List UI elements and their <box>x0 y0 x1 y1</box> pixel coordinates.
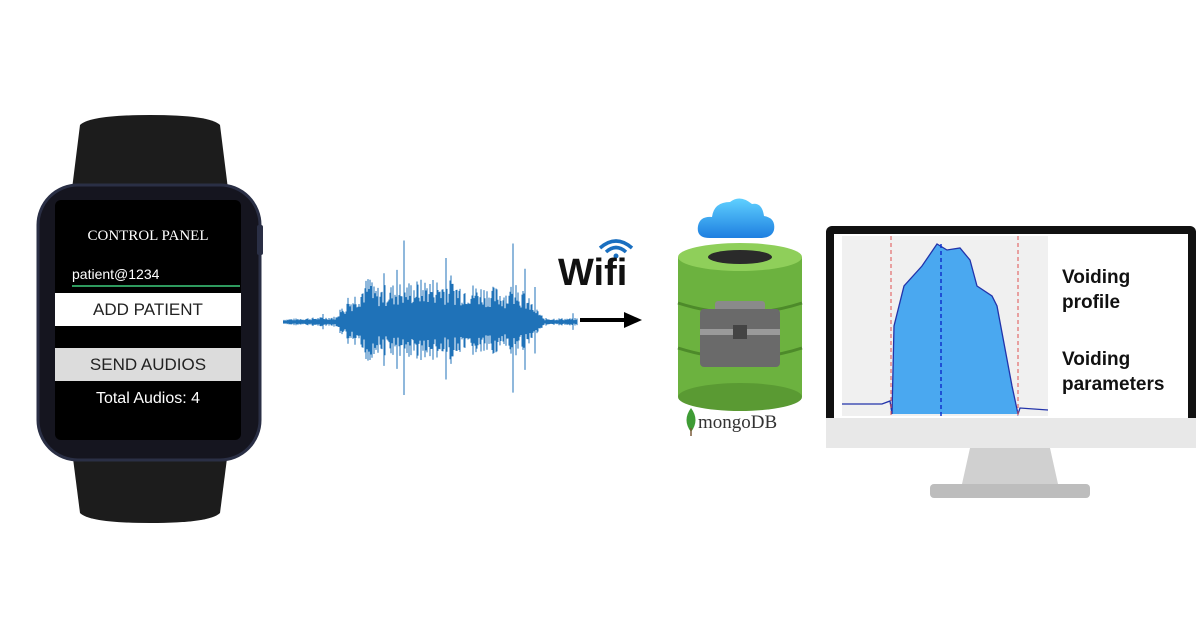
send-audios-button[interactable]: SEND AUDIOS <box>55 348 241 381</box>
arrow-right-icon <box>580 312 642 328</box>
watch-screen: CONTROL PANEL patient@1234 ADD PATIENT S… <box>55 200 241 440</box>
add-patient-button[interactable]: ADD PATIENT <box>55 293 241 326</box>
audio-waveform <box>283 240 578 395</box>
database-icon <box>677 243 803 411</box>
leaf-icon <box>686 408 696 436</box>
wifi-label: Wifi <box>558 252 628 294</box>
voiding-profile-label: Voiding profile <box>1062 267 1131 313</box>
patient-id-input[interactable]: patient@1234 <box>72 266 160 282</box>
voiding-profile-chart <box>842 236 1048 416</box>
control-panel-title: CONTROL PANEL <box>87 228 209 244</box>
waveform-trace <box>283 240 578 395</box>
total-audios-count: Total Audios: 4 <box>95 390 201 407</box>
wifi-icon <box>598 239 634 258</box>
voiding-parameters-label: Voiding parameters <box>1062 349 1165 395</box>
cloud-icon <box>697 198 775 238</box>
profile-fill <box>892 244 1018 414</box>
toolbox-icon <box>700 301 780 367</box>
input-underline <box>72 285 240 287</box>
profile-line <box>842 243 1048 416</box>
mongodb-label: mongoDB <box>698 412 778 433</box>
